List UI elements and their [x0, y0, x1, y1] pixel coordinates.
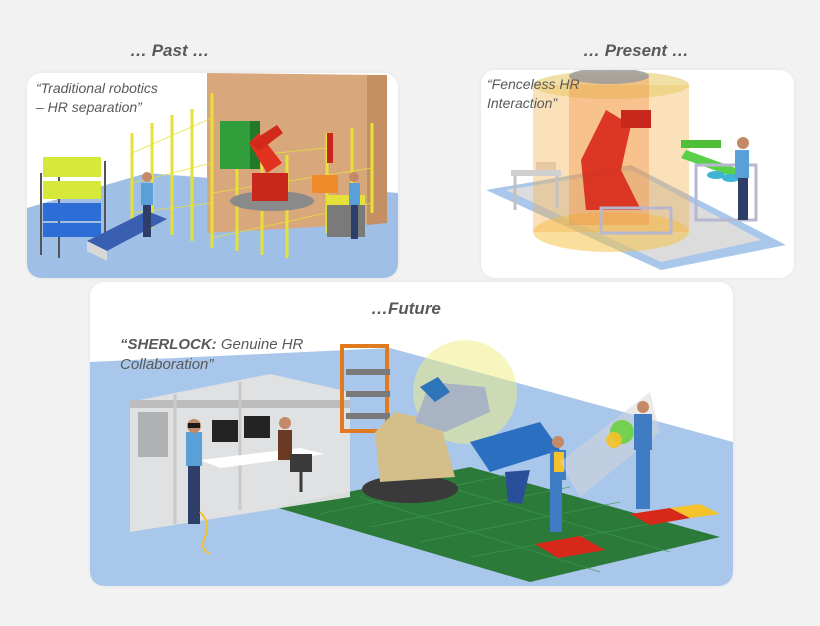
past-caption-line-2: – HR separation”: [36, 99, 142, 115]
past-scene-illustration: [27, 73, 398, 278]
past-caption: “Traditional robotics – HR separation”: [36, 79, 158, 117]
future-caption-bold: “SHERLOCK:: [120, 336, 217, 353]
past-title: … Past …: [130, 41, 210, 60]
future-panel: …Future “SHERLOCK: Genuine HR Collaborat…: [90, 282, 733, 586]
present-title: … Present …: [583, 41, 689, 60]
present-scene-illustration: [486, 70, 786, 270]
present-caption: “Fenceless HR Interaction”: [487, 75, 580, 113]
future-caption: “SHERLOCK: Genuine HR Collaboration”: [120, 335, 303, 375]
future-caption-rest: Genuine HR: [216, 336, 304, 353]
future-caption-line-1: “SHERLOCK: Genuine HR: [120, 335, 303, 355]
present-caption-line-1: “Fenceless HR: [487, 76, 580, 92]
future-caption-line-2: Collaboration”: [120, 356, 214, 373]
present-panel: “Fenceless HR Interaction”: [481, 70, 794, 278]
present-caption-line-2: Interaction”: [487, 95, 558, 111]
past-panel: “Traditional robotics – HR separation”: [27, 73, 398, 278]
past-caption-line-1: “Traditional robotics: [36, 80, 158, 96]
future-scene-illustration: [90, 340, 733, 586]
future-title: …Future: [371, 299, 441, 318]
